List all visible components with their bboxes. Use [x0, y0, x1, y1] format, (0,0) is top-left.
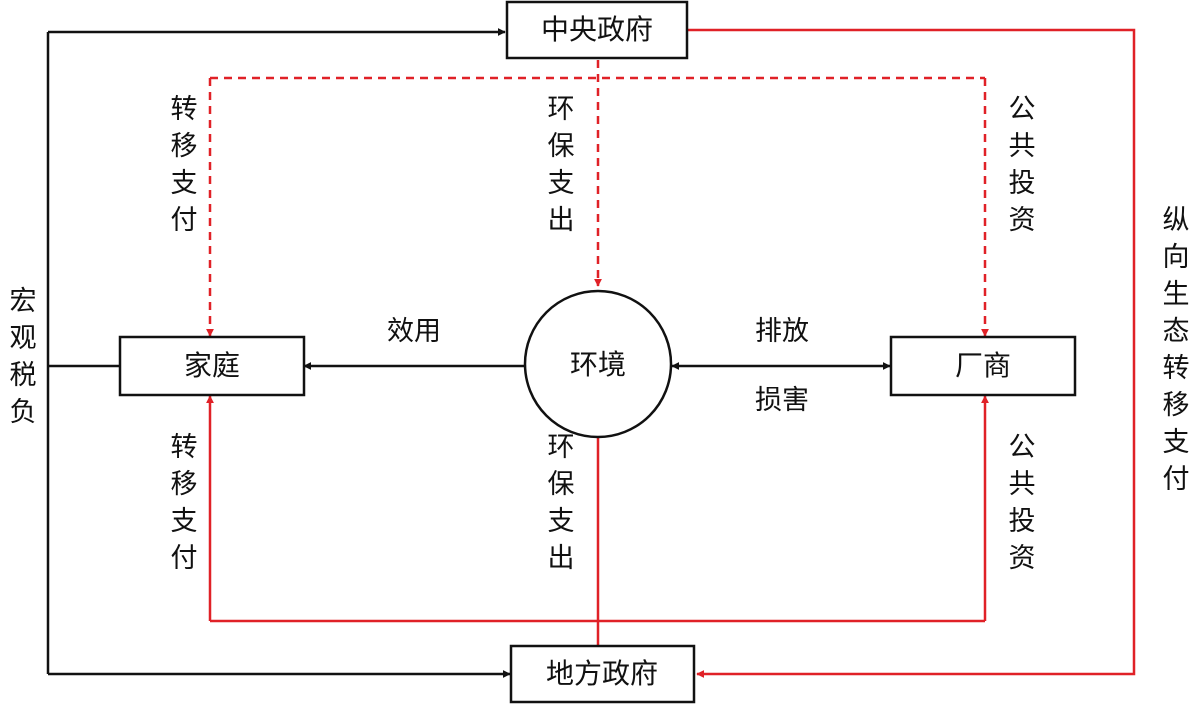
environment-label: 环境	[570, 348, 626, 381]
central-government-label: 中央政府	[541, 13, 653, 46]
local-government-label: 地方政府	[546, 657, 658, 690]
central-public-investment-label: 公共投资	[1004, 94, 1036, 242]
local-government-node: 地方政府	[509, 644, 696, 704]
vertical-ecological-transfer-label: 纵向生态转移支付	[1158, 205, 1190, 501]
local-environment-spending-label: 环保支出	[543, 432, 575, 580]
damage-label: 损害	[755, 385, 809, 416]
utility-label: 效用	[387, 316, 441, 347]
firm-label: 厂商	[955, 349, 1011, 382]
firm-node: 厂商	[889, 335, 1077, 397]
household-label: 家庭	[184, 349, 240, 382]
macro-tax-burden-label: 宏观税负	[5, 286, 37, 434]
local-transfer-payment-label: 转移支付	[166, 432, 198, 580]
vertical-ecological-transfer-line	[687, 28, 1136, 678]
emission-label: 排放	[755, 316, 809, 347]
environment-node: 环境	[523, 289, 673, 439]
central-transfer-payment-label: 转移支付	[166, 94, 198, 242]
central-environment-spending-label: 环保支出	[543, 94, 575, 242]
local-public-investment-label: 公共投资	[1004, 432, 1036, 580]
household-node: 家庭	[118, 335, 306, 397]
central-government-node: 中央政府	[505, 0, 689, 60]
